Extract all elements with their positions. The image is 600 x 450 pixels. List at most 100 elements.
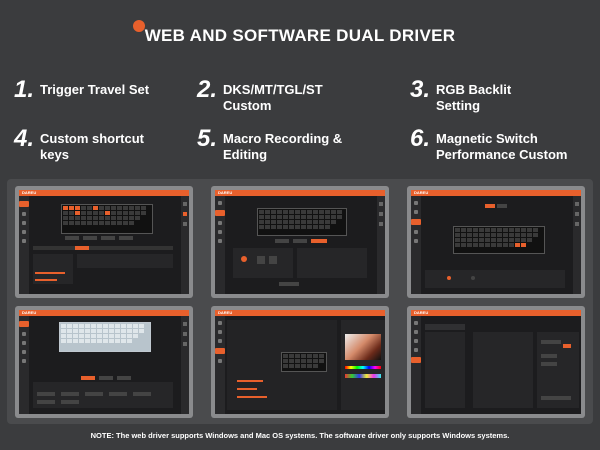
feature-number: 3. bbox=[410, 76, 431, 103]
tab[interactable] bbox=[117, 376, 131, 380]
feature-label: Macro Recording & Editing bbox=[223, 131, 343, 162]
color-swatches[interactable] bbox=[345, 374, 381, 378]
app-sidebar bbox=[215, 316, 225, 414]
app-titlebar: DAREU bbox=[411, 190, 581, 196]
feature-number: 6. bbox=[410, 125, 431, 152]
mode-button[interactable] bbox=[119, 236, 133, 240]
app-sidebar bbox=[19, 196, 29, 294]
keyboard-preview bbox=[281, 352, 327, 372]
lighting-tab-active[interactable] bbox=[485, 204, 495, 208]
app-sidebar bbox=[411, 316, 421, 414]
feature-6: 6. Magnetic Switch Performance Custom bbox=[410, 125, 595, 163]
shortcut-item[interactable] bbox=[85, 392, 103, 396]
tab-active[interactable] bbox=[81, 376, 95, 380]
feature-2: 2. DKS/MT/TGL/ST Custom bbox=[197, 76, 387, 114]
feature-5: 5. Macro Recording & Editing bbox=[197, 125, 387, 163]
brand-logo: DAREU bbox=[414, 310, 429, 315]
settings-option[interactable] bbox=[541, 354, 557, 358]
app-titlebar: DAREU bbox=[19, 190, 189, 196]
mode-button[interactable] bbox=[275, 239, 289, 243]
travel-slider[interactable] bbox=[35, 279, 57, 281]
effect-radio[interactable] bbox=[447, 276, 451, 280]
macro-slider[interactable] bbox=[237, 388, 257, 390]
shortcut-item[interactable] bbox=[37, 400, 55, 404]
lighting-tab[interactable] bbox=[497, 204, 507, 208]
shortcut-item[interactable] bbox=[109, 392, 127, 396]
header: WEB AND SOFTWARE DUAL DRIVER bbox=[0, 20, 600, 46]
screenshot-rgb-backlight: DAREU bbox=[407, 186, 585, 298]
apply-button[interactable] bbox=[541, 396, 571, 400]
key-slot[interactable] bbox=[257, 256, 265, 264]
tab[interactable] bbox=[99, 376, 113, 380]
brand-logo: DAREU bbox=[218, 310, 233, 315]
keyboard-preview bbox=[453, 226, 545, 254]
option-radio[interactable] bbox=[241, 256, 247, 262]
app-sidebar bbox=[411, 196, 421, 294]
brand-logo: DAREU bbox=[218, 190, 233, 195]
mode-button[interactable] bbox=[293, 239, 307, 243]
feature-label: Trigger Travel Set bbox=[40, 82, 150, 97]
shortcut-item[interactable] bbox=[61, 400, 79, 404]
app-titlebar: DAREU bbox=[19, 310, 189, 316]
screenshot-macro-editing: DAREU bbox=[211, 306, 389, 418]
feature-number: 5. bbox=[197, 125, 218, 152]
screenshot-shortcut-keys: DAREU bbox=[15, 306, 193, 418]
key-slot[interactable] bbox=[269, 256, 277, 264]
app-titlebar: DAREU bbox=[215, 190, 385, 196]
app-sidebar bbox=[19, 316, 29, 414]
keyboard-preview bbox=[257, 208, 347, 236]
effect-panel bbox=[425, 270, 565, 288]
feature-label: RGB Backlit Setting bbox=[436, 82, 512, 113]
brand-logo: DAREU bbox=[22, 310, 37, 315]
screenshot-advanced-keys: DAREU bbox=[211, 186, 389, 298]
feature-label: Custom shortcut keys bbox=[40, 131, 145, 162]
switch-select[interactable] bbox=[425, 324, 465, 330]
feature-label: DKS/MT/TGL/ST Custom bbox=[223, 82, 323, 113]
mode-button-active[interactable] bbox=[311, 239, 327, 243]
switch-list bbox=[425, 332, 465, 408]
shortcut-item[interactable] bbox=[133, 392, 151, 396]
screenshot-magnetic-switch: DAREU bbox=[407, 306, 585, 418]
app-right-toolbar bbox=[181, 196, 189, 294]
keyboard-preview bbox=[59, 322, 151, 352]
app-sidebar bbox=[215, 196, 225, 294]
app-right-toolbar bbox=[181, 316, 189, 414]
curve-panel bbox=[473, 332, 533, 408]
mode-button[interactable] bbox=[101, 236, 115, 240]
toggle-switch[interactable] bbox=[563, 344, 571, 348]
macro-slider[interactable] bbox=[237, 380, 263, 382]
tab-active[interactable] bbox=[75, 246, 89, 250]
description-panel bbox=[297, 248, 367, 278]
effect-radio[interactable] bbox=[471, 276, 475, 280]
settings-panel-right bbox=[77, 254, 173, 268]
feature-label: Magnetic Switch Performance Custom bbox=[436, 131, 568, 162]
hue-slider[interactable] bbox=[345, 366, 381, 369]
app-right-toolbar bbox=[377, 196, 385, 294]
app-right-toolbar bbox=[573, 196, 581, 294]
screenshot-trigger-travel: DAREU bbox=[15, 186, 193, 298]
travel-slider[interactable] bbox=[35, 272, 65, 274]
macro-slider[interactable] bbox=[237, 396, 267, 398]
footer-note: NOTE: The web driver supports Windows an… bbox=[90, 431, 510, 440]
settings-option[interactable] bbox=[541, 362, 557, 366]
feature-number: 1. bbox=[14, 76, 35, 103]
app-titlebar: DAREU bbox=[215, 310, 385, 316]
accent-dot-icon bbox=[133, 20, 145, 32]
app-titlebar: DAREU bbox=[411, 310, 581, 316]
page-title: WEB AND SOFTWARE DUAL DRIVER bbox=[144, 26, 456, 45]
feature-1: 1. Trigger Travel Set bbox=[14, 76, 184, 103]
tab-strip bbox=[33, 246, 173, 250]
keyboard-preview bbox=[61, 204, 153, 234]
feature-number: 4. bbox=[14, 125, 35, 152]
feature-number: 2. bbox=[197, 76, 218, 103]
brand-logo: DAREU bbox=[22, 190, 37, 195]
mode-button[interactable] bbox=[83, 236, 97, 240]
brand-logo: DAREU bbox=[414, 190, 429, 195]
save-button[interactable] bbox=[279, 282, 299, 286]
mode-button[interactable] bbox=[65, 236, 79, 240]
shortcut-item[interactable] bbox=[37, 392, 55, 396]
feature-3: 3. RGB Backlit Setting bbox=[410, 76, 590, 114]
settings-option[interactable] bbox=[541, 340, 561, 344]
color-gradient-picker[interactable] bbox=[345, 334, 381, 360]
shortcut-item[interactable] bbox=[61, 392, 79, 396]
